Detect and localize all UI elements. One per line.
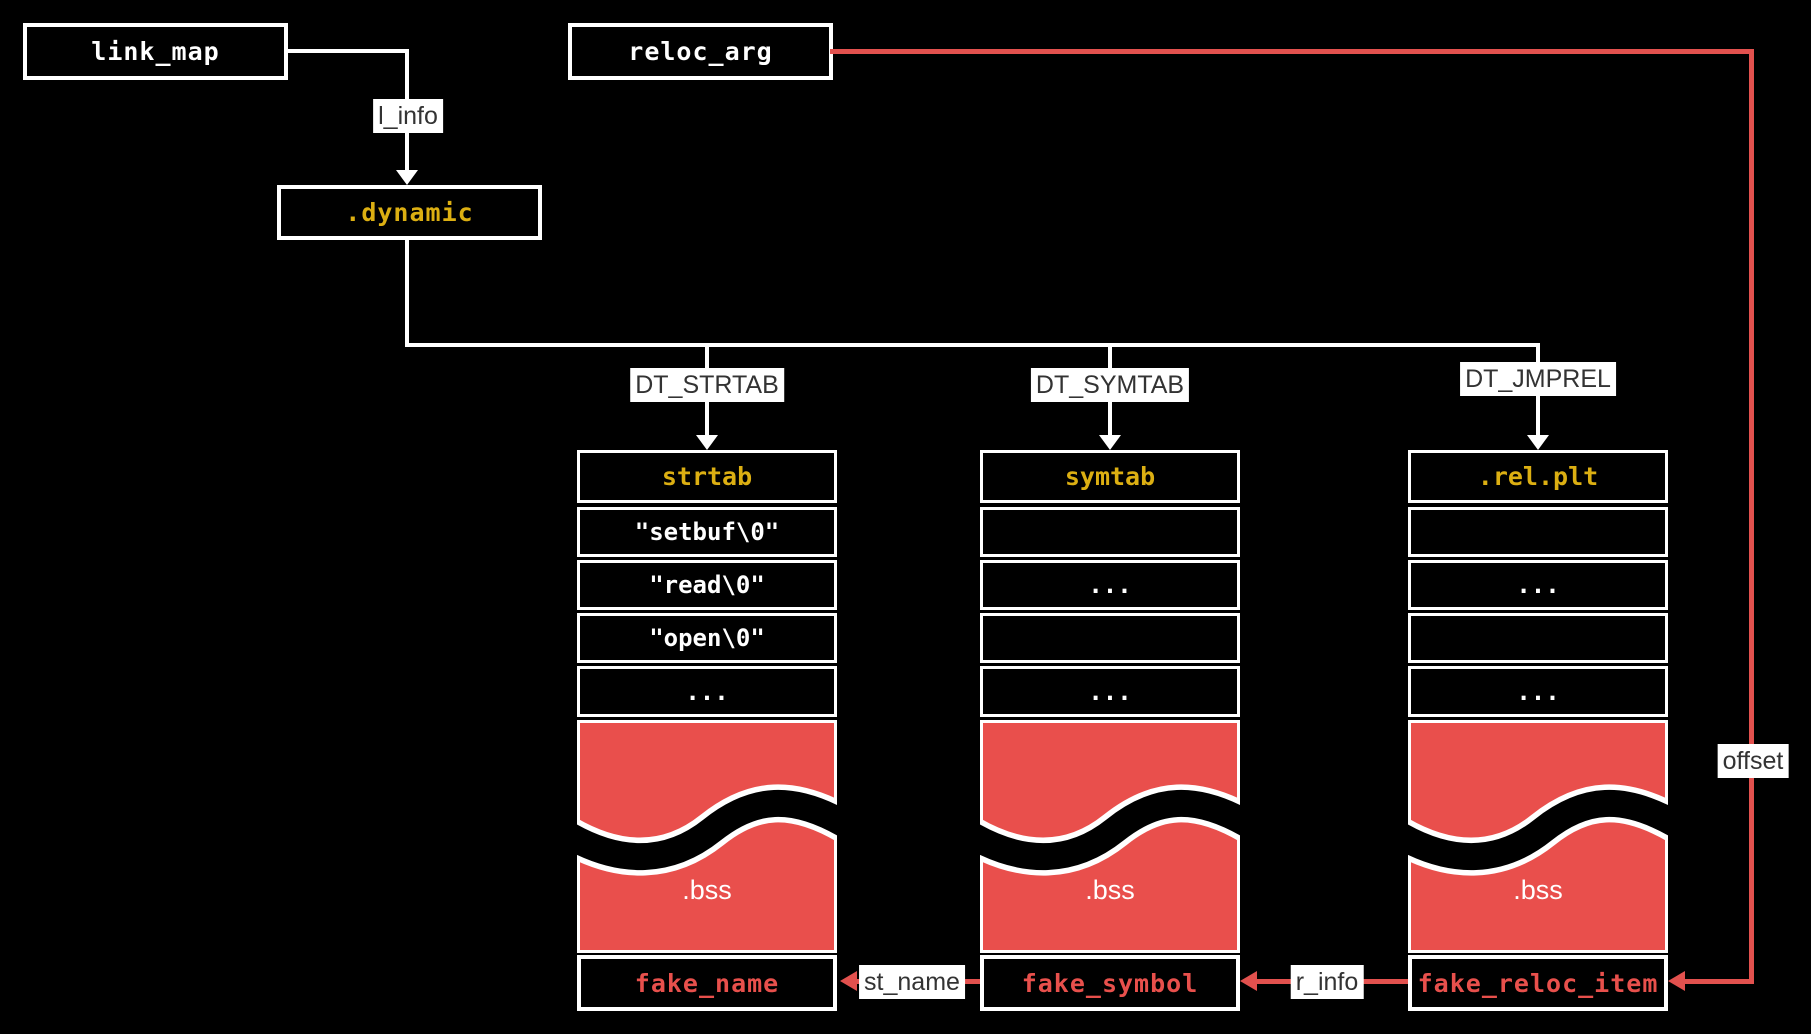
- relplt-header-cell: .rel.plt: [1408, 450, 1668, 503]
- strtab-row-read: "read\0": [577, 560, 837, 610]
- link-map-node: link_map: [23, 23, 288, 80]
- connector-relocarg-vertical: [1749, 49, 1754, 982]
- dynamic-label: .dynamic: [345, 198, 474, 227]
- arrow-into-fake-name-icon: [840, 971, 857, 991]
- strtab-row-setbuf: "setbuf\0": [577, 507, 837, 557]
- strtab-header-label: strtab: [661, 462, 753, 491]
- arrow-into-fake-symbol-icon: [1240, 971, 1257, 991]
- edge-label-st-name: st_name: [859, 965, 965, 999]
- connector-relocarg-bottom: [1684, 979, 1754, 984]
- strtab-row-ellipsis: ...: [577, 666, 837, 717]
- symtab-row-4: ...: [980, 666, 1240, 717]
- fake-reloc-item-node: fake_reloc_item: [1408, 955, 1668, 1011]
- strtab-bss-label: .bss: [682, 875, 732, 905]
- memory-tear-wave-icon: [1408, 784, 1668, 876]
- arrow-into-relplt-icon: [1527, 435, 1549, 450]
- edge-label-offset: offset: [1717, 744, 1789, 778]
- fake-reloc-item-label: fake_reloc_item: [1417, 968, 1659, 998]
- fake-symbol-node: fake_symbol: [980, 955, 1240, 1011]
- symtab-row-1: [980, 507, 1240, 557]
- edge-label-dt-jmprel: DT_JMPREL: [1460, 362, 1616, 396]
- symtab-row-2-label: ...: [1088, 571, 1132, 599]
- fake-name-label: fake_name: [634, 968, 780, 998]
- fake-name-node: fake_name: [577, 955, 837, 1011]
- link-map-label: link_map: [91, 37, 220, 66]
- relplt-row-2: ...: [1408, 560, 1668, 610]
- edge-label-dt-symtab: DT_SYMTAB: [1030, 368, 1190, 402]
- edge-label-dt-strtab: DT_STRTAB: [630, 368, 784, 402]
- memory-tear-wave-icon: [577, 784, 837, 876]
- symtab-header-label: symtab: [1064, 462, 1156, 491]
- symtab-row-2: ...: [980, 560, 1240, 610]
- strtab-row-setbuf-label: "setbuf\0": [634, 518, 780, 546]
- arrow-into-dynamic-icon: [396, 170, 418, 185]
- strtab-header-cell: strtab: [577, 450, 837, 503]
- symtab-row-3: [980, 613, 1240, 663]
- connector-relocarg-horizontal: [830, 49, 1754, 54]
- strtab-row-open-label: "open\0": [649, 624, 765, 652]
- symtab-bss-block: .bss: [980, 720, 1240, 953]
- edge-label-l-info: l_info: [373, 99, 443, 133]
- strtab-bss-block: .bss: [577, 720, 837, 953]
- reloc-arg-label: reloc_arg: [628, 37, 773, 66]
- symtab-header-cell: symtab: [980, 450, 1240, 503]
- connector-linkmap-horizontal: [286, 49, 409, 53]
- dynamic-node: .dynamic: [277, 185, 542, 240]
- memory-tear-wave-icon: [980, 784, 1240, 876]
- strtab-row-ellipsis-label: ...: [685, 677, 729, 706]
- connector-bus-horizontal: [405, 343, 1540, 347]
- strtab-row-read-label: "read\0": [649, 571, 765, 599]
- symtab-bss-label: .bss: [1085, 875, 1135, 905]
- arrow-into-strtab-icon: [696, 435, 718, 450]
- reloc-arg-node: reloc_arg: [568, 23, 833, 80]
- arrow-into-symtab-icon: [1099, 435, 1121, 450]
- relplt-row-2-label: ...: [1516, 571, 1560, 599]
- strtab-row-open: "open\0": [577, 613, 837, 663]
- edge-label-r-info: r_info: [1290, 965, 1364, 999]
- relplt-row-4-label: ...: [1516, 677, 1560, 706]
- relplt-bss-block: .bss: [1408, 720, 1668, 953]
- relplt-row-3: [1408, 613, 1668, 663]
- relplt-row-1: [1408, 507, 1668, 557]
- fake-symbol-label: fake_symbol: [1021, 968, 1199, 998]
- symtab-row-4-label: ...: [1088, 677, 1132, 706]
- relplt-header-label: .rel.plt: [1477, 462, 1599, 491]
- connector-dynamic-down: [405, 240, 409, 345]
- relplt-bss-label: .bss: [1513, 875, 1563, 905]
- relplt-row-4: ...: [1408, 666, 1668, 717]
- arrow-into-fake-reloc-item-icon: [1668, 971, 1685, 991]
